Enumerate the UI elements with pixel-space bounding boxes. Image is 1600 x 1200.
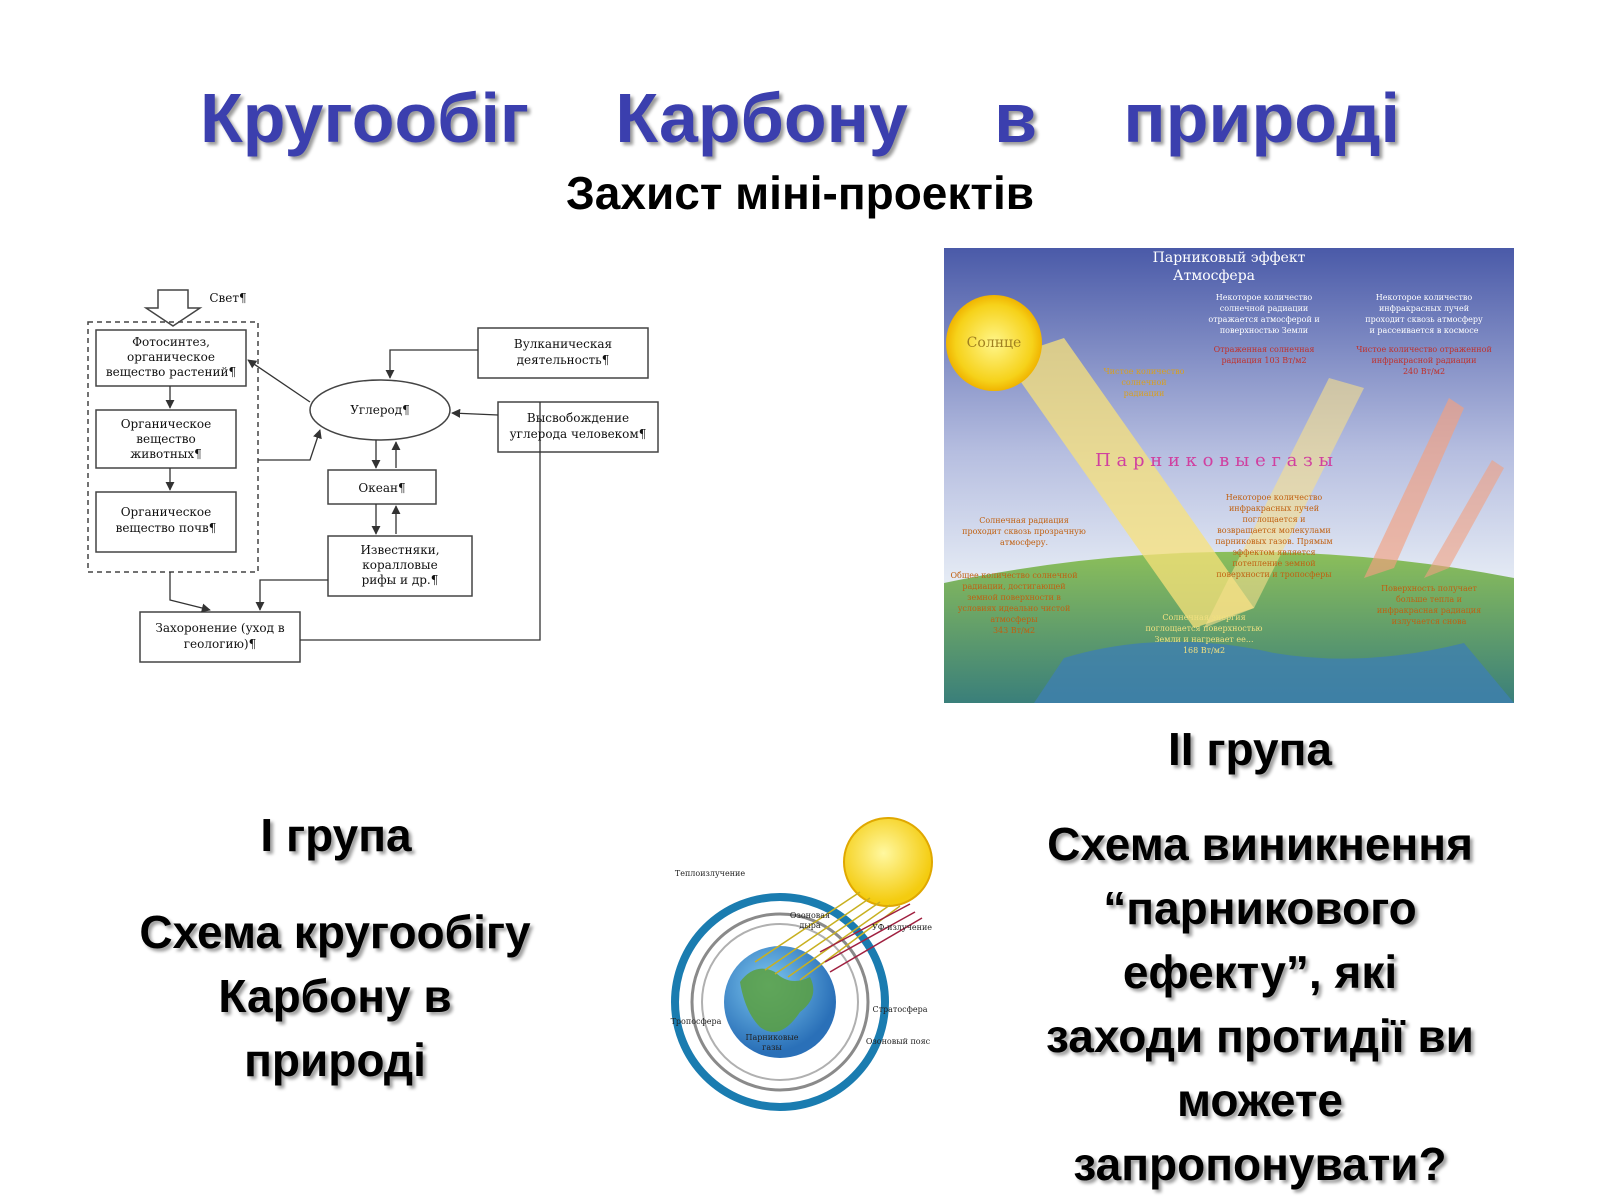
desc-line: Карбону в — [218, 970, 452, 1022]
img-note: 168 Вт/м2 — [1183, 646, 1225, 655]
greenhouse-effect-image: Парниковый эффект Атмосфера Солнце П а р… — [944, 248, 1514, 703]
label-soil: Органическое — [121, 505, 212, 519]
img-note: Отраженная солнечная — [1214, 345, 1315, 354]
label-heat: Теплоизлучение — [675, 869, 745, 878]
img-note: радиации — [1124, 389, 1165, 398]
img-note: 343 Вт/м2 — [993, 626, 1035, 635]
img-note: Чистое количество отраженной — [1356, 345, 1492, 354]
label-animals: вещество — [136, 432, 195, 446]
img-note: Некоторое количество — [1226, 493, 1323, 502]
img-note: поглощается поверхностью — [1145, 624, 1262, 633]
desc-line: Схема кругообігу — [139, 906, 531, 958]
label-greenhouse-gases: газы — [762, 1043, 782, 1052]
img-note: поверхности и тропосферы — [1216, 570, 1332, 579]
label-limestone: Известняки, — [360, 543, 439, 557]
group1-description: Схема кругообігу Карбону в природі — [90, 900, 580, 1092]
label-volcanic: деятельность¶ — [517, 353, 610, 367]
label-human: Высвобождение — [527, 411, 629, 425]
img-note: потепление земной — [1232, 559, 1315, 568]
desc-line: природі — [244, 1034, 426, 1086]
label-stratosphere: Стратосфера — [872, 1005, 927, 1014]
title-word: природі — [1123, 79, 1400, 157]
label-photosynthesis: органическое — [127, 350, 215, 364]
label-carbon: Углерод¶ — [350, 403, 410, 417]
img-gases: П а р н и к о в ы е г а з ы — [1095, 450, 1333, 471]
label-limestone: рифы и др.¶ — [362, 573, 439, 587]
img-note: Общее количество солнечной — [950, 571, 1077, 580]
label-photosynthesis: Фотосинтез, — [132, 335, 210, 349]
label-limestone: коралловые — [362, 558, 437, 572]
title-word: Кругообіг — [200, 79, 530, 157]
img-note: больше тепла и — [1396, 595, 1462, 604]
label-animals: Органическое — [121, 417, 212, 431]
img-note: радиации, достигающей — [962, 582, 1065, 591]
label-ozone-hole: дыра — [799, 921, 820, 930]
desc-line: Схема виникнення — [1047, 818, 1473, 870]
img-title: Парниковый эффект — [1153, 250, 1306, 266]
img-note: инфракрасной радиации — [1372, 356, 1477, 365]
label-soil: вещество почв¶ — [116, 521, 217, 535]
label-burial: Захоронение (уход в — [155, 621, 284, 635]
label-light: Свет¶ — [209, 291, 246, 305]
img-note: инфракрасная радиация — [1377, 606, 1481, 615]
desc-line: заходи протидії ви — [1046, 1010, 1474, 1062]
img-note: Солнечная радиация — [979, 516, 1069, 525]
img-note: земной поверхности в — [967, 593, 1061, 602]
desc-line: запропонувати? — [1073, 1138, 1447, 1190]
sun-icon — [946, 295, 1042, 391]
carbon-cycle-diagram: Свет¶ Фотосинтез, органическое вещество … — [87, 289, 659, 663]
img-note: инфракрасных лучей — [1379, 304, 1469, 313]
img-note: условиях идеально чистой — [958, 604, 1071, 613]
img-note: Солнечная энергия — [1162, 613, 1245, 622]
img-sun-label: Солнце — [967, 335, 1022, 351]
img-note: Некоторое количество — [1376, 293, 1473, 302]
desc-line: “парникового — [1103, 882, 1417, 934]
img-note: проходит сквозь прозрачную — [962, 527, 1086, 536]
img-note: парниковых газов. Прямым — [1215, 537, 1332, 546]
label-burial: геологию)¶ — [184, 637, 257, 651]
img-note: эффектом является — [1232, 548, 1315, 557]
label-animals: животных¶ — [130, 447, 202, 461]
img-note: возвращается молекулами — [1217, 526, 1330, 535]
slide-subtitle: Захист міні-проектів — [565, 167, 1035, 219]
img-note: проходит сквозь атмосферу — [1365, 315, 1483, 324]
img-note: инфракрасных лучей — [1229, 504, 1319, 513]
group2-label: II група — [1168, 723, 1332, 775]
img-note: поверхностью Земли — [1220, 326, 1308, 335]
title-word: в — [994, 79, 1038, 157]
earth-atmosphere-image: Теплоизлучение Озоновая дыра УФ-излучени… — [671, 817, 933, 1111]
desc-line: можете — [1176, 1074, 1343, 1126]
img-note: отражается атмосферой и — [1208, 315, 1319, 324]
img-atmosphere: Атмосфера — [1173, 268, 1255, 284]
label-ocean: Океан¶ — [358, 481, 405, 495]
img-note: радиация 103 Вт/м2 — [1221, 356, 1306, 365]
slide-title: Кругообіг Карбону в природі — [200, 78, 1400, 158]
img-note: 240 Вт/м2 — [1403, 367, 1445, 376]
img-note: атмосферу. — [1000, 538, 1048, 547]
label-ozone-layer: Озоновый пояс — [866, 1037, 931, 1046]
img-note: Земли и нагревает ее... — [1155, 635, 1254, 644]
label-troposphere: Тропосфера — [671, 1017, 722, 1026]
img-note: излучается снова — [1392, 617, 1467, 626]
label-greenhouse-gases: Парниковые — [746, 1033, 799, 1042]
label-uv: УФ-излучение — [872, 923, 932, 932]
title-word: Карбону — [615, 79, 908, 157]
img-note: солнечной — [1121, 378, 1166, 387]
group1-label: I група — [260, 809, 412, 861]
img-note: поглощается и — [1242, 515, 1305, 524]
desc-line: ефекту”, які — [1122, 946, 1398, 998]
label-ozone-hole: Озоновая — [790, 911, 830, 920]
sun-icon — [843, 817, 933, 907]
label-photosynthesis: вещество растений¶ — [106, 365, 236, 379]
img-note: атмосферы — [990, 615, 1038, 624]
img-note: и рассеивается в космосе — [1370, 326, 1479, 335]
img-note: Чистое количество — [1104, 367, 1185, 376]
label-human: углерода человеком¶ — [510, 427, 647, 441]
img-note: Некоторое количество — [1216, 293, 1313, 302]
img-note: Поверхность получает — [1381, 584, 1477, 593]
img-note: солнечной радиации — [1220, 304, 1308, 313]
label-volcanic: Вулканическая — [514, 337, 612, 351]
group2-description: Схема виникнення “парникового ефекту”, я… — [1000, 812, 1520, 1196]
